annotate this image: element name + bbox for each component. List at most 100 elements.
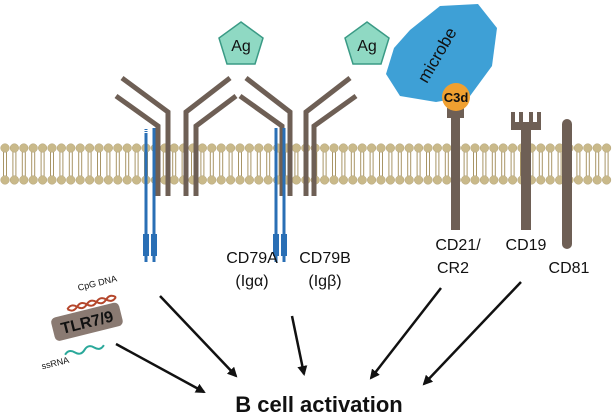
ssrna-label: ssRNA <box>40 355 70 371</box>
phospholipid-head <box>94 175 104 185</box>
phospholipid-head <box>395 175 405 185</box>
arrow-from-cd79-right <box>290 315 308 376</box>
phospholipid-head <box>66 175 76 185</box>
phospholipid-head <box>0 143 10 153</box>
phospholipid-head <box>602 175 612 185</box>
phospholipid-head <box>9 143 19 153</box>
phospholipid-head <box>47 143 57 153</box>
phospholipid-head <box>395 143 405 153</box>
phospholipid-head <box>263 143 273 153</box>
phospholipid-head <box>122 175 132 185</box>
phospholipid-head <box>28 143 38 153</box>
phospholipid-head <box>263 175 273 185</box>
phospholipid-head <box>479 143 489 153</box>
phospholipid-head <box>85 143 95 153</box>
phospholipid-head <box>573 143 583 153</box>
antigen-1-label: Ag <box>231 38 251 55</box>
phospholipid-head <box>404 175 414 185</box>
phospholipid-head <box>498 175 508 185</box>
phospholipid-head <box>404 143 414 153</box>
phospholipid-head <box>216 143 226 153</box>
phospholipid-head <box>414 175 424 185</box>
phospholipid-head <box>254 175 264 185</box>
phospholipid-head <box>357 175 367 185</box>
phospholipid-head <box>113 143 123 153</box>
phospholipid-head <box>38 143 48 153</box>
phospholipid-head <box>329 175 339 185</box>
tlr79-box <box>51 302 123 341</box>
phospholipid-head <box>385 143 395 153</box>
phospholipid-head <box>226 175 236 185</box>
phospholipid-head <box>338 143 348 153</box>
phospholipid-head <box>479 175 489 185</box>
cd79-heterodimer-right <box>273 128 287 262</box>
phospholipid-head <box>235 143 245 153</box>
phospholipid-head <box>169 143 179 153</box>
cd21-label-line1: CD21/ <box>435 237 481 254</box>
phospholipid-head <box>216 175 226 185</box>
phospholipid-head <box>498 143 508 153</box>
phospholipid-head <box>432 143 442 153</box>
phospholipid-head <box>28 175 38 185</box>
phospholipid-head <box>329 143 339 153</box>
antigen-1: Ag <box>218 21 264 65</box>
arrow-from-cd19 <box>422 281 522 386</box>
antigen-2: Ag <box>344 21 390 65</box>
phospholipid-head <box>348 175 358 185</box>
phospholipid-head <box>0 175 10 185</box>
phospholipid-head <box>320 143 330 153</box>
cd79a-label: CD79A <box>226 250 278 267</box>
phospholipid-head <box>545 143 555 153</box>
phospholipid-head <box>244 143 254 153</box>
cd81-protein <box>562 119 572 249</box>
bcr-immunoglobulin-right <box>238 76 358 196</box>
phospholipid-head <box>536 143 546 153</box>
phospholipid-head <box>254 143 264 153</box>
phospholipid-head <box>508 175 518 185</box>
phospholipid-head <box>85 175 95 185</box>
arrow-from-cd79-left <box>159 295 238 378</box>
phospholipid-head <box>602 143 612 153</box>
ssrna-strand <box>64 344 105 356</box>
phospholipid-head <box>132 175 142 185</box>
phospholipid-head <box>442 175 452 185</box>
phospholipid-head <box>235 175 245 185</box>
phospholipid-head <box>573 175 583 185</box>
phospholipid-head <box>367 175 377 185</box>
cpg-dna-label: CpG DNA <box>77 273 118 292</box>
cd21-receptor <box>447 108 464 230</box>
cd79b-alias: (Igβ) <box>308 273 341 290</box>
c3d: C3d <box>442 83 470 111</box>
c3d-label: C3d <box>444 90 469 105</box>
phospholipid-head <box>122 143 132 153</box>
phospholipid-head <box>226 143 236 153</box>
phospholipid-head <box>75 143 85 153</box>
antigen-2-label: Ag <box>357 38 377 55</box>
phospholipid-head <box>432 175 442 185</box>
phospholipid-head <box>583 143 593 153</box>
cd81-label: CD81 <box>549 260 590 277</box>
phospholipid-head <box>489 143 499 153</box>
phospholipid-head <box>442 143 452 153</box>
phospholipid-head <box>414 143 424 153</box>
cd79-heterodimer-left <box>143 128 157 262</box>
phospholipid-head <box>461 175 471 185</box>
phospholipid-head <box>508 143 518 153</box>
phospholipid-head <box>169 175 179 185</box>
phospholipid-head <box>470 175 480 185</box>
phospholipid-head <box>38 175 48 185</box>
phospholipid-head <box>19 143 29 153</box>
b-cell-activation-label: B cell activation <box>235 392 403 417</box>
phospholipid-head <box>9 175 19 185</box>
cd21-label-line2: CR2 <box>437 260 469 277</box>
cpg-dna-strand <box>66 294 117 310</box>
phospholipid-head <box>47 175 57 185</box>
phospholipid-head <box>291 175 301 185</box>
phospholipid-head <box>489 175 499 185</box>
phospholipid-head <box>56 143 66 153</box>
phospholipid-head <box>423 143 433 153</box>
phospholipid-head <box>338 175 348 185</box>
bcr-immunoglobulin-left <box>114 75 238 196</box>
phospholipid-head <box>94 143 104 153</box>
